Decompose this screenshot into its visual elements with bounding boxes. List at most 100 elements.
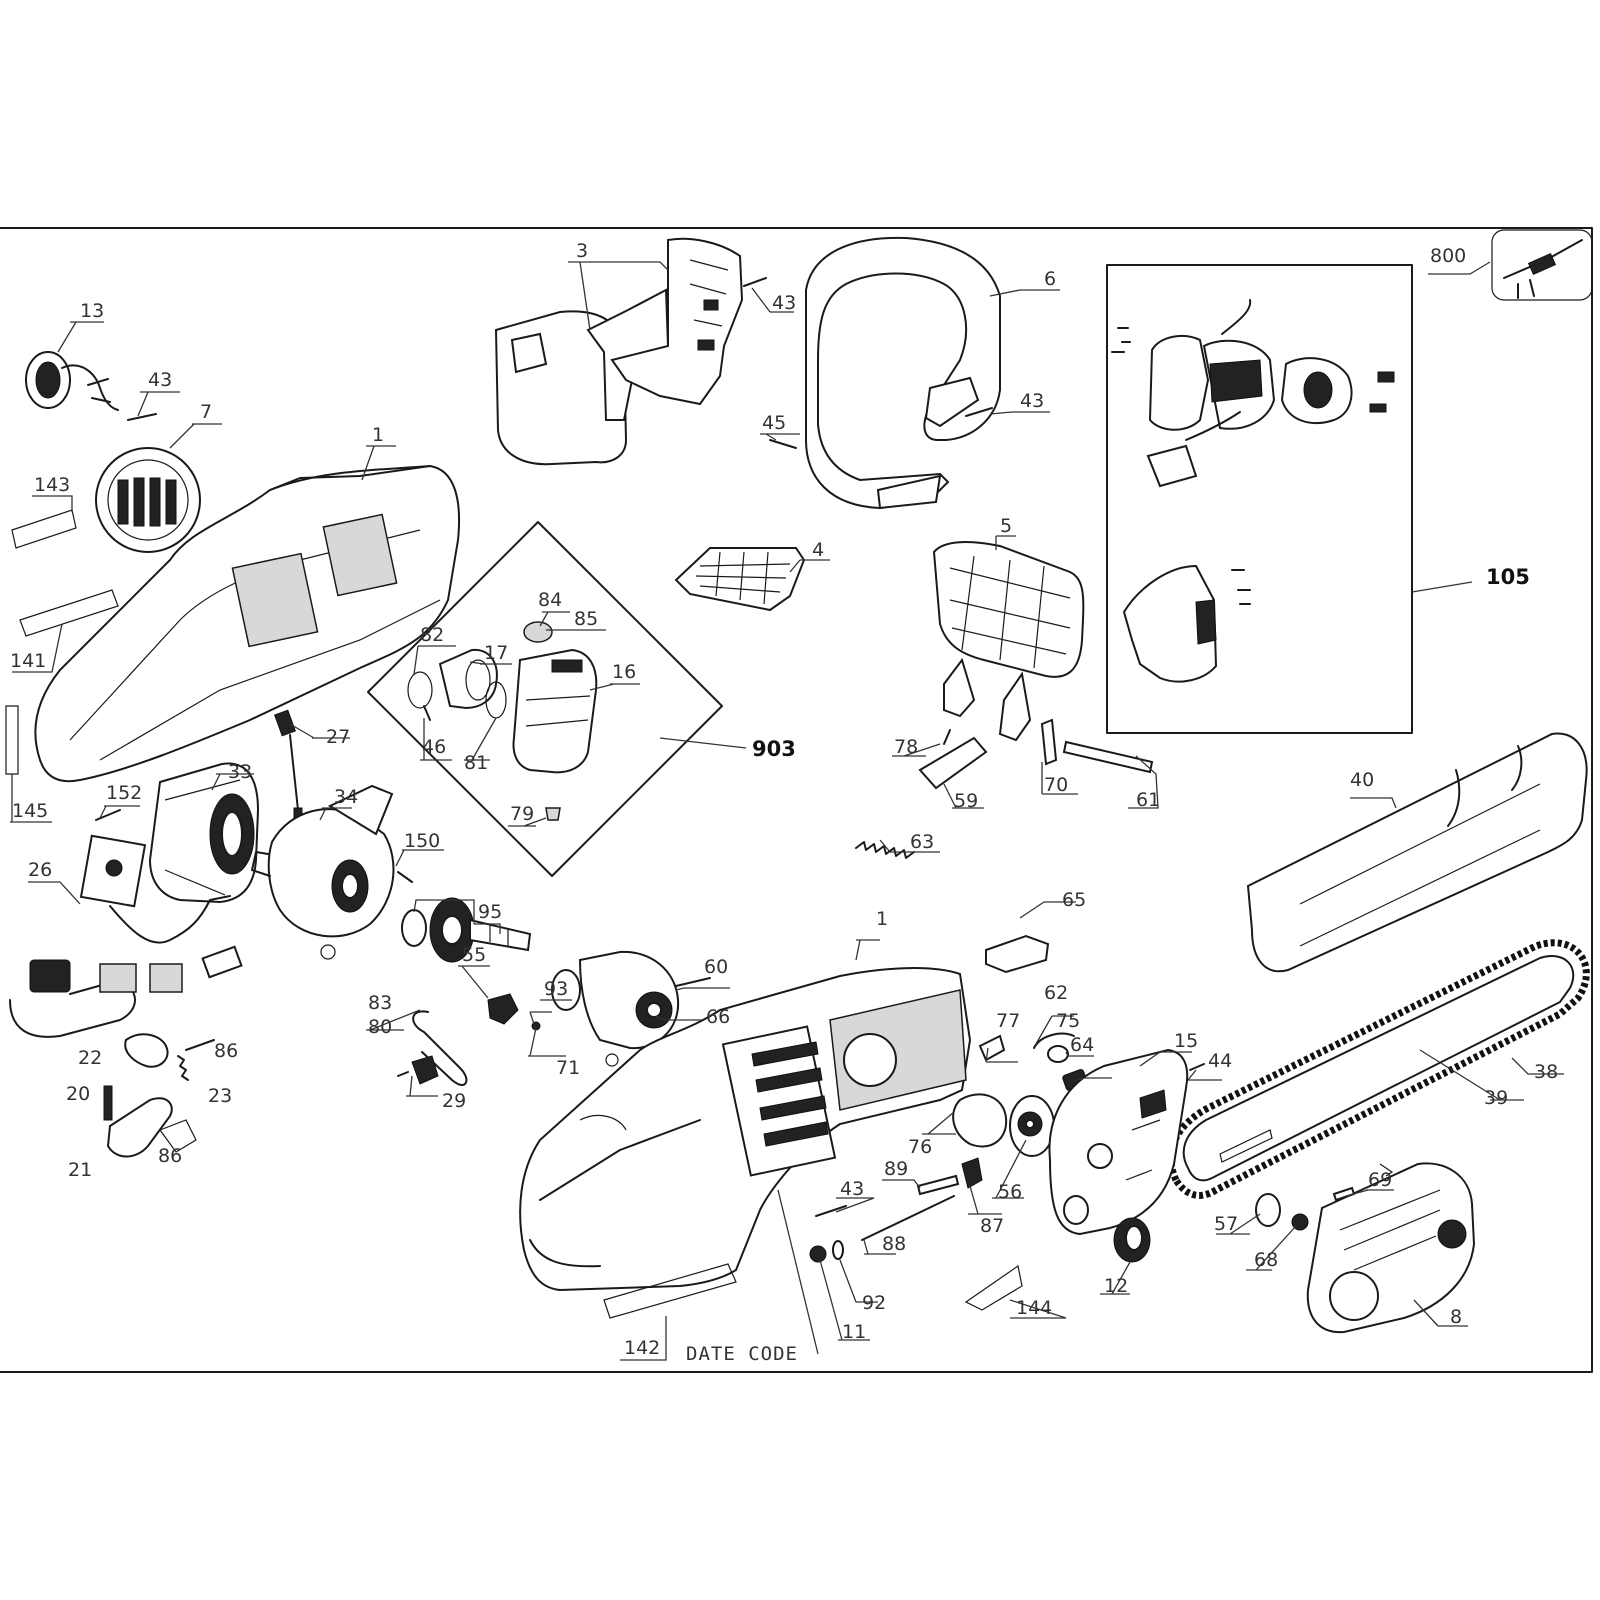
label-145: 145 <box>12 800 48 822</box>
label-4: 4 <box>812 539 824 561</box>
label-152: 152 <box>106 782 142 804</box>
part-79-screw <box>545 807 561 821</box>
part-11-nut <box>809 1245 827 1263</box>
part-38-chain <box>1167 939 1590 1199</box>
label-44: 44 <box>1208 1050 1232 1072</box>
kit-903-outline <box>367 521 723 877</box>
callout-labels: 13 43 7 143 141 145 1 3 43 6 43 45 4 5 8… <box>10 240 1558 1365</box>
label-15: 15 <box>1174 1030 1198 1052</box>
part-142-label <box>603 1263 737 1319</box>
part-84-cap <box>523 621 553 643</box>
part-39-guide-bar <box>1182 955 1575 1182</box>
part-62-clip <box>1033 1032 1075 1049</box>
label-57: 57 <box>1214 1213 1238 1235</box>
part-83-80-wire-loop <box>412 1010 468 1086</box>
diagram-frame <box>0 227 1593 1373</box>
label-17: 17 <box>484 642 508 664</box>
label-70: 70 <box>1044 774 1068 796</box>
label-141: 141 <box>10 650 46 672</box>
screw-43-b <box>743 277 767 287</box>
part-87-lever <box>961 1157 983 1189</box>
part-92-washer <box>832 1240 844 1260</box>
label-84: 84 <box>538 589 562 611</box>
label-7: 7 <box>200 401 212 423</box>
part-1-housing-left <box>34 464 461 783</box>
part-143-label <box>11 509 77 549</box>
label-29: 29 <box>442 1090 466 1112</box>
label-43-b: 43 <box>772 292 796 314</box>
part-800-tool-box <box>1491 229 1593 301</box>
part-6-front-handle <box>805 236 1001 510</box>
label-43: 43 <box>148 369 172 391</box>
label-21: 21 <box>68 1159 92 1181</box>
leader-903 <box>659 737 747 749</box>
label-45: 45 <box>762 412 786 434</box>
label-77: 77 <box>996 1010 1020 1032</box>
part-13-cord-retainer <box>25 351 119 411</box>
leader-105 <box>1411 581 1473 593</box>
kit-105-box <box>1106 264 1413 734</box>
label-66: 66 <box>706 1006 730 1028</box>
label-27: 27 <box>326 726 350 748</box>
label-93: 93 <box>544 978 568 1000</box>
label-143: 143 <box>34 474 70 496</box>
screw-45 <box>769 439 797 449</box>
part-65-key <box>985 934 1050 974</box>
label-date-code: DATE CODE <box>686 1343 798 1365</box>
label-1-upper: 1 <box>372 424 384 446</box>
label-26: 26 <box>28 859 52 881</box>
part-57-washer <box>1255 1193 1281 1227</box>
part-70-bracket <box>1040 718 1058 766</box>
label-61: 61 <box>1136 789 1160 811</box>
label-8: 8 <box>1450 1306 1462 1328</box>
label-22: 22 <box>78 1047 102 1069</box>
part-144-label <box>964 1264 1023 1311</box>
label-23: 23 <box>208 1085 232 1107</box>
part-22-switch <box>124 1033 169 1068</box>
part-20-pin <box>103 1085 113 1121</box>
label-64: 64 <box>1070 1034 1094 1056</box>
label-39: 39 <box>1484 1087 1508 1109</box>
label-3: 3 <box>576 240 588 262</box>
part-86-pin-a <box>185 1039 215 1051</box>
part-26-switch-assembly <box>9 834 243 1038</box>
part-66-clutch-housing <box>578 950 680 1067</box>
part-59-brake-lever <box>918 736 988 790</box>
label-86-a: 86 <box>214 1040 238 1062</box>
part-75-nut <box>1047 1045 1069 1063</box>
part-82-o-ring <box>407 671 433 709</box>
part-88-rod <box>861 1195 955 1241</box>
part-8-sprocket-cover <box>1306 1162 1476 1334</box>
label-20: 20 <box>66 1083 90 1105</box>
label-89: 89 <box>884 1158 908 1180</box>
label-92: 92 <box>862 1292 886 1314</box>
label-86-b: 86 <box>158 1145 182 1167</box>
label-43-c: 43 <box>1020 390 1044 412</box>
part-29-bushing <box>397 1055 439 1085</box>
part-77-bracket <box>978 1034 1006 1062</box>
label-144: 144 <box>1016 1297 1052 1319</box>
leaders <box>10 261 1564 1361</box>
label-88: 88 <box>882 1233 906 1255</box>
label-1-lower: 1 <box>876 908 888 930</box>
label-81: 81 <box>464 752 488 774</box>
part-145-label <box>5 705 19 775</box>
label-55: 55 <box>462 944 486 966</box>
label-34: 34 <box>334 786 358 808</box>
label-6: 6 <box>1044 268 1056 290</box>
label-59: 59 <box>954 790 978 812</box>
label-82: 82 <box>420 624 444 646</box>
part-46-screw <box>423 705 431 721</box>
label-800: 800 <box>1430 245 1466 267</box>
screw-43-d <box>815 1205 847 1217</box>
label-87: 87 <box>980 1215 1004 1237</box>
part-95-gear-set <box>401 897 532 963</box>
part-34-gear-housing <box>251 784 395 960</box>
label-13: 13 <box>80 300 104 322</box>
part-27-wire <box>274 709 303 821</box>
part-1-housing-right <box>519 967 972 1292</box>
part-76-band <box>952 1093 1008 1148</box>
kit-105-motor-assembly <box>1111 299 1395 683</box>
label-68: 68 <box>1254 1249 1278 1271</box>
label-903: 903 <box>752 737 796 761</box>
